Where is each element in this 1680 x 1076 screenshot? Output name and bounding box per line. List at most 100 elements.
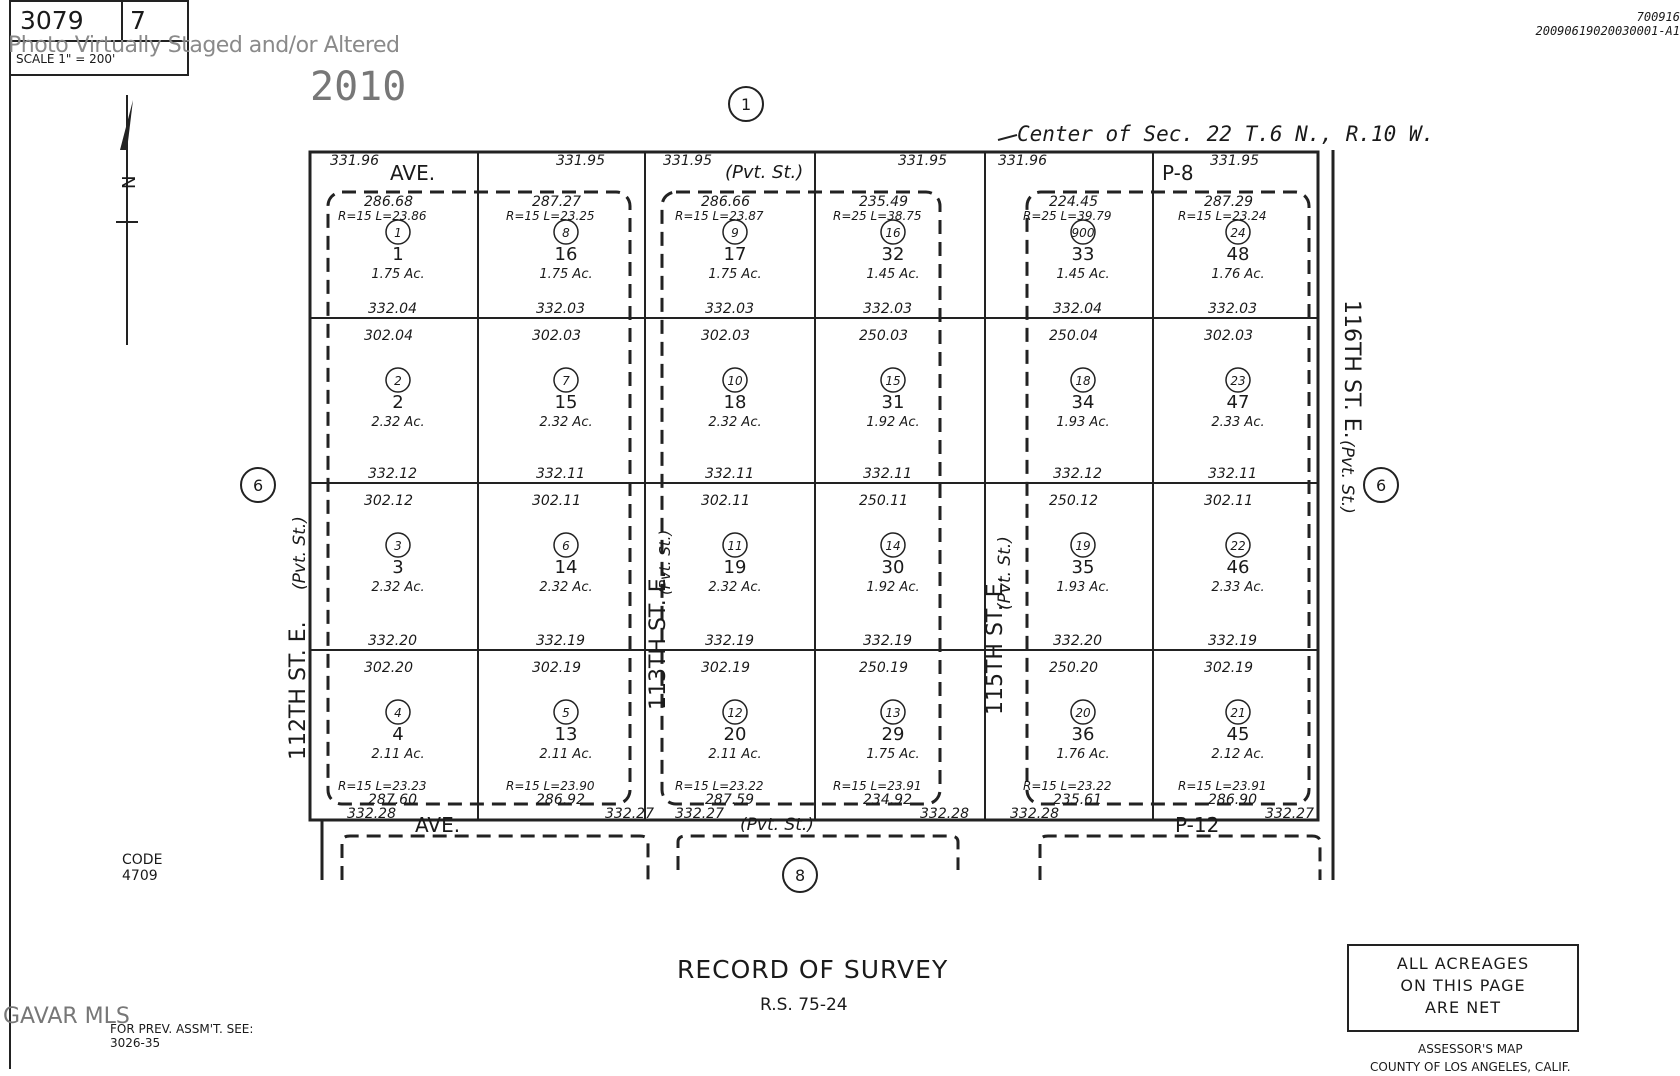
lot-front-dim: 250.11 <box>859 493 908 509</box>
lot-acreage: 2.32 Ac. <box>371 415 424 430</box>
note-line2: ON THIS PAGE <box>1349 976 1577 995</box>
lot-curve-data: R=15 L=23.87 <box>675 209 764 223</box>
parcel-number: 1 <box>394 226 402 240</box>
lot-acreage: 1.76 Ac. <box>1211 267 1264 282</box>
lot-front-dim: 287.29 <box>1204 194 1253 210</box>
lot-acreage: 2.32 Ac. <box>539 415 592 430</box>
lot-curve-data: R=15 L=23.90 <box>506 779 595 793</box>
lot-acreage: 2.32 Ac. <box>708 415 761 430</box>
section-pointer <box>998 135 1017 140</box>
svg-text:6: 6 <box>1376 476 1386 495</box>
bottom-dim: 332.27 <box>605 806 654 822</box>
bottom-lot-width: 235.61 <box>1053 792 1102 808</box>
lot-front-dim: 224.45 <box>1049 194 1098 210</box>
page-ref-left: 6 <box>241 468 275 502</box>
prev-assmt-ref: 3026-35 <box>110 1036 253 1050</box>
top-dim: 331.95 <box>898 153 947 169</box>
street-116: 116TH ST. E. <box>1339 300 1364 439</box>
lot-front-dim: 287.27 <box>532 194 581 210</box>
row-dim: 332.03 <box>863 301 912 317</box>
bottom-dim: 332.27 <box>1265 806 1314 822</box>
lot-acreage: 1.92 Ac. <box>866 415 919 430</box>
lot-front-dim: 250.03 <box>859 328 908 344</box>
lot-front-dim: 250.20 <box>1049 660 1098 676</box>
lot-curve-data: R=15 L=23.23 <box>338 779 427 793</box>
parcel-number: 18 <box>1075 374 1091 388</box>
parcel-number: 23 <box>1230 374 1245 388</box>
lot-number: 45 <box>1227 724 1250 745</box>
assessor-caption: ASSESSOR'S MAP COUNTY OF LOS ANGELES, CA… <box>1370 1040 1571 1076</box>
parcel-number: 3 <box>394 539 402 553</box>
note-line1: ALL ACREAGES <box>1349 954 1577 973</box>
lot-curve-data: R=25 L=39.79 <box>1023 209 1112 223</box>
lot-number: 16 <box>555 244 578 265</box>
lot-curve-data: R=15 L=23.25 <box>506 209 595 223</box>
pvt-right: (Pvt. St.) <box>1337 440 1357 514</box>
lot-curve-data: R=15 L=23.24 <box>1178 209 1267 223</box>
lot-front-dim: 302.11 <box>532 493 581 509</box>
rs-number: R.S. 75-24 <box>760 995 848 1015</box>
lot-front-dim: 302.12 <box>364 493 413 509</box>
page-ref-right: 6 <box>1364 468 1398 502</box>
lot-acreage: 2.32 Ac. <box>708 580 761 595</box>
row-dim: 332.20 <box>1053 633 1102 649</box>
lot-number: 46 <box>1227 557 1250 578</box>
lot-number: 31 <box>882 392 905 413</box>
lot-number: 30 <box>882 557 905 578</box>
lot-number: 47 <box>1227 392 1250 413</box>
lot-front-dim: 302.03 <box>532 328 581 344</box>
lot-number: 20 <box>724 724 747 745</box>
page-ref-top: 1 <box>729 87 763 121</box>
lot-number: 29 <box>882 724 905 745</box>
lot-acreage: 1.45 Ac. <box>866 267 919 282</box>
lot-front-dim: 235.49 <box>859 194 908 210</box>
svg-text:8: 8 <box>795 866 805 885</box>
row-dim: 332.11 <box>1208 466 1257 482</box>
bottom-dim: 332.28 <box>920 806 969 822</box>
row-dim: 332.03 <box>536 301 585 317</box>
assessor-line1: ASSESSOR'S MAP <box>1370 1040 1571 1058</box>
lot-acreage: 1.75 Ac. <box>371 267 424 282</box>
code-label: CODE <box>122 852 162 868</box>
lot-acreage: 1.75 Ac. <box>708 267 761 282</box>
row-dim: 332.11 <box>536 466 585 482</box>
row-dim: 332.11 <box>705 466 754 482</box>
parcel-number: 14 <box>885 539 900 553</box>
lot-number: 13 <box>555 724 578 745</box>
lot-acreage: 2.11 Ac. <box>708 747 761 762</box>
lot-acreage: 2.11 Ac. <box>371 747 424 762</box>
lot-curve-data: R=15 L=23.22 <box>1023 779 1112 793</box>
parcel-number: 13 <box>885 706 900 720</box>
pvt-113: (Pvt. St.) <box>656 530 674 595</box>
lot-acreage: 2.11 Ac. <box>539 747 592 762</box>
bottom-dim: 332.28 <box>1010 806 1059 822</box>
prev-assessment: FOR PREV. ASSM'T. SEE: 3026-35 <box>110 1022 253 1050</box>
parcel-number: 11 <box>727 539 742 553</box>
row-dim: 332.20 <box>368 633 417 649</box>
lot-front-dim: 250.04 <box>1049 328 1098 344</box>
bottom-lot-width: 286.92 <box>536 792 585 808</box>
assessor-line2: COUNTY OF LOS ANGELES, CALIF. <box>1370 1058 1571 1076</box>
svg-text:1: 1 <box>741 95 751 114</box>
row-dim: 332.03 <box>705 301 754 317</box>
pvt-115: (Pvt. St.) <box>995 536 1015 610</box>
lot-acreage: 1.45 Ac. <box>1056 267 1109 282</box>
parcel-number: 10 <box>727 374 743 388</box>
survey-title: RECORD OF SURVEY <box>677 955 948 984</box>
top-dim: 331.96 <box>330 153 379 169</box>
bottom-lot-width: 287.59 <box>705 792 754 808</box>
lot-acreage: 1.92 Ac. <box>866 580 919 595</box>
